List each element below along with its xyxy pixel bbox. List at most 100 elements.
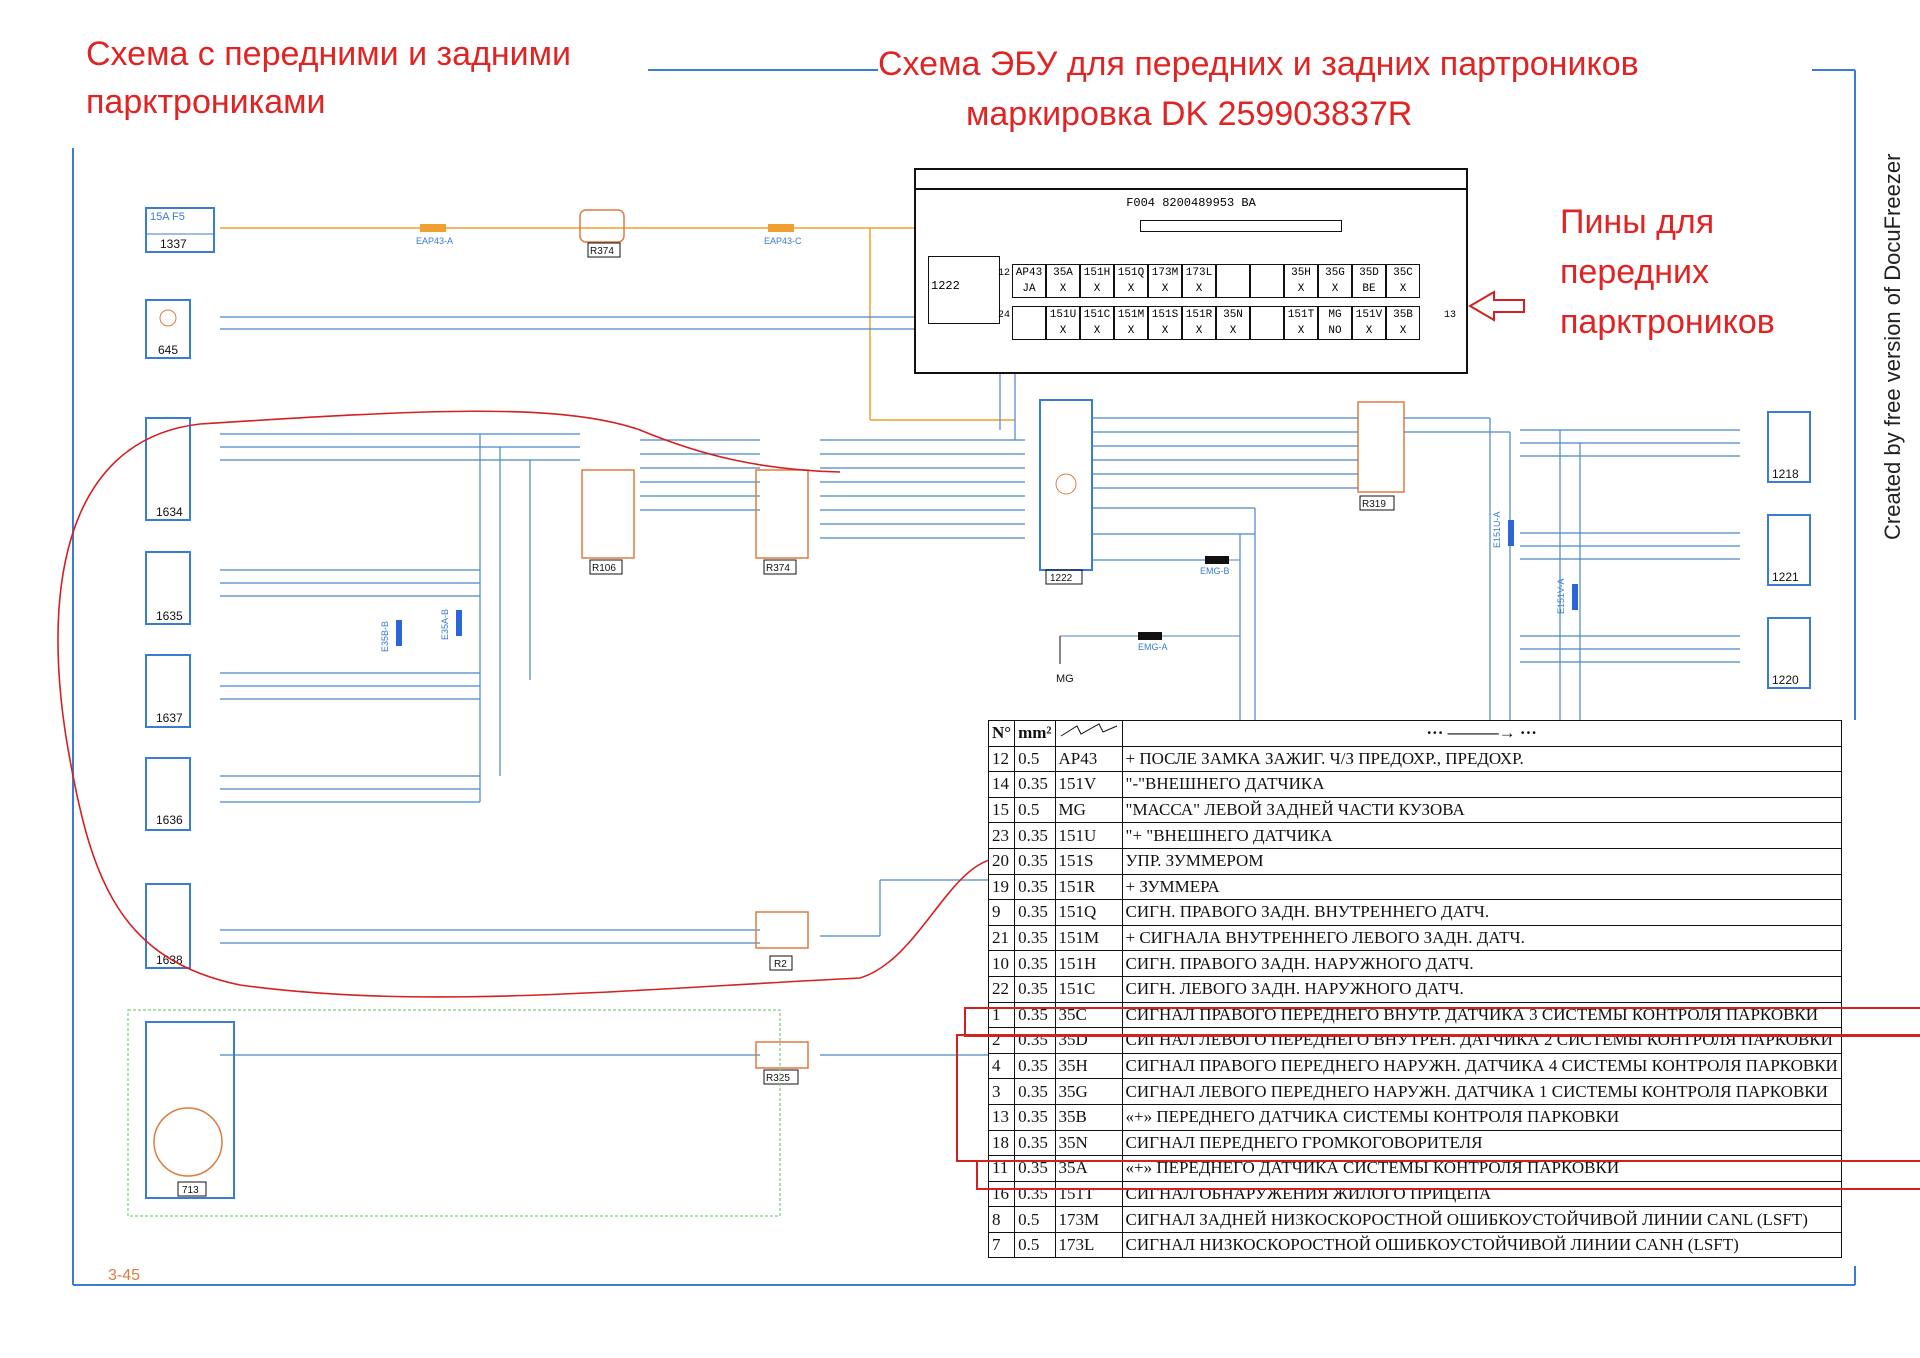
ecu-right-wires — [1092, 417, 1740, 720]
svg-text:EMG-A: EMG-A — [1138, 642, 1168, 652]
pins-title-line2: передних — [1560, 253, 1709, 291]
pin-color: X — [1195, 283, 1203, 295]
center-title-line1: Схема ЭБУ для передних и задних партрони… — [878, 45, 1639, 83]
svg-text:EMG-B: EMG-B — [1200, 566, 1230, 576]
col-section: mm² — [1014, 720, 1056, 747]
svg-text:EAP43-C: EAP43-C — [764, 236, 802, 246]
cell-description: «+» ПЕРЕДНЕГО ДАТЧИКА СИСТЕМЫ КОНТРОЛЯ П… — [1121, 1155, 1842, 1182]
row2-number: 24 — [998, 310, 1011, 321]
pin-color: X — [1093, 325, 1101, 337]
front-sensor-wires — [220, 433, 1025, 1056]
svg-text:E151U-A: E151U-A — [1492, 511, 1502, 548]
pin-color: X — [1093, 283, 1101, 295]
cell-wire: 35B — [1054, 1103, 1123, 1131]
cell-section: 0.35 — [1014, 950, 1056, 977]
pin-id: 35A — [1053, 267, 1073, 279]
r325-label: R325 — [766, 1073, 790, 1084]
cell-description: СИГНАЛ ПРАВОГО ПЕРЕДНЕГО ВНУТР. ДАТЧИКА … — [1121, 1001, 1842, 1029]
sensor-1636-label: 1636 — [156, 813, 183, 827]
cell-section: 0.35 — [1014, 899, 1056, 926]
pin-id: 151S — [1151, 309, 1179, 321]
rear-sensors — [1767, 411, 1811, 689]
svg-text:E35A-B: E35A-B — [440, 609, 450, 640]
cell-section: 0.35 — [1014, 873, 1056, 901]
cell-wire: 151C — [1054, 975, 1123, 1003]
cell-wire: 35H — [1054, 1052, 1123, 1080]
cell-wire: 173M — [1054, 1206, 1123, 1233]
cell-wire: 151M — [1054, 924, 1123, 952]
cell-pin: 3 — [987, 1078, 1016, 1105]
connector-pin: 151H X — [1080, 264, 1114, 298]
pin-id: 151R — [1185, 309, 1213, 321]
col-wire-icon — [1054, 720, 1123, 747]
eap43-a-splice — [420, 224, 446, 232]
cell-description: УПР. ЗУММЕРОМ — [1121, 847, 1842, 875]
ecu-1222: 1222 — [1039, 399, 1093, 585]
pin-id: 151M — [1117, 309, 1145, 321]
unit-645: 645 — [145, 299, 191, 359]
connector-pin: 151R X — [1182, 306, 1216, 340]
cell-pin: 8 — [987, 1206, 1016, 1233]
pin-id: AP43 — [1015, 267, 1043, 279]
svg-text:645: 645 — [158, 343, 178, 357]
cell-pin: 9 — [987, 899, 1016, 926]
cell-pin: 18 — [987, 1129, 1016, 1157]
cell-description: СИГНАЛ ПРАВОГО ПЕРЕДНЕГО НАРУЖН. ДАТЧИКА… — [1121, 1052, 1842, 1080]
svg-text:1337: 1337 — [160, 237, 187, 251]
pin-color: JA — [1022, 283, 1036, 295]
pin-color: X — [1059, 325, 1067, 337]
connector-left-box: 1222 — [931, 279, 960, 293]
center-title-line2: маркировка DK 259903837R — [966, 95, 1413, 133]
emg-a-splice — [1138, 632, 1162, 640]
cell-section: 0.5 — [1014, 1206, 1056, 1233]
cell-description: + ЗУММЕРА — [1121, 873, 1842, 901]
pin-id: 151V — [1355, 309, 1383, 321]
front-circuit-highlight — [57, 410, 1001, 998]
pin-color: X — [1297, 325, 1305, 337]
cell-description: + ПОСЛЕ ЗАМКА ЗАЖИГ. Ч/З ПРЕДОХР., ПРЕДО… — [1121, 745, 1842, 773]
pin-color: X — [1195, 325, 1203, 337]
cell-wire: MG — [1054, 796, 1123, 824]
pin-color: X — [1059, 283, 1067, 295]
cell-section: 0.5 — [1014, 796, 1056, 824]
sensor-1221-label: 1221 — [1772, 570, 1799, 584]
pin-id: 151H — [1083, 267, 1111, 279]
sensor-1637-label: 1637 — [156, 711, 183, 725]
pin-id: 35H — [1291, 267, 1311, 279]
cell-pin: 23 — [987, 822, 1016, 849]
sensor-1635-label: 1635 — [156, 609, 183, 623]
cell-wire: 35N — [1054, 1129, 1123, 1157]
pins-title-line1: Пины для — [1560, 203, 1715, 241]
pin-id: 151T — [1287, 309, 1315, 321]
col-direction: ··· ———→ ··· — [1121, 720, 1842, 747]
e151v-splice — [1572, 584, 1578, 610]
pin-id: 173L — [1185, 267, 1213, 279]
cell-pin: 10 — [987, 950, 1016, 977]
svg-text:713: 713 — [182, 1185, 199, 1196]
pin-color: X — [1229, 325, 1237, 337]
cell-wire: 35D — [1054, 1027, 1123, 1054]
cell-wire: AP43 — [1054, 745, 1123, 773]
cell-section: 0.35 — [1014, 822, 1056, 849]
